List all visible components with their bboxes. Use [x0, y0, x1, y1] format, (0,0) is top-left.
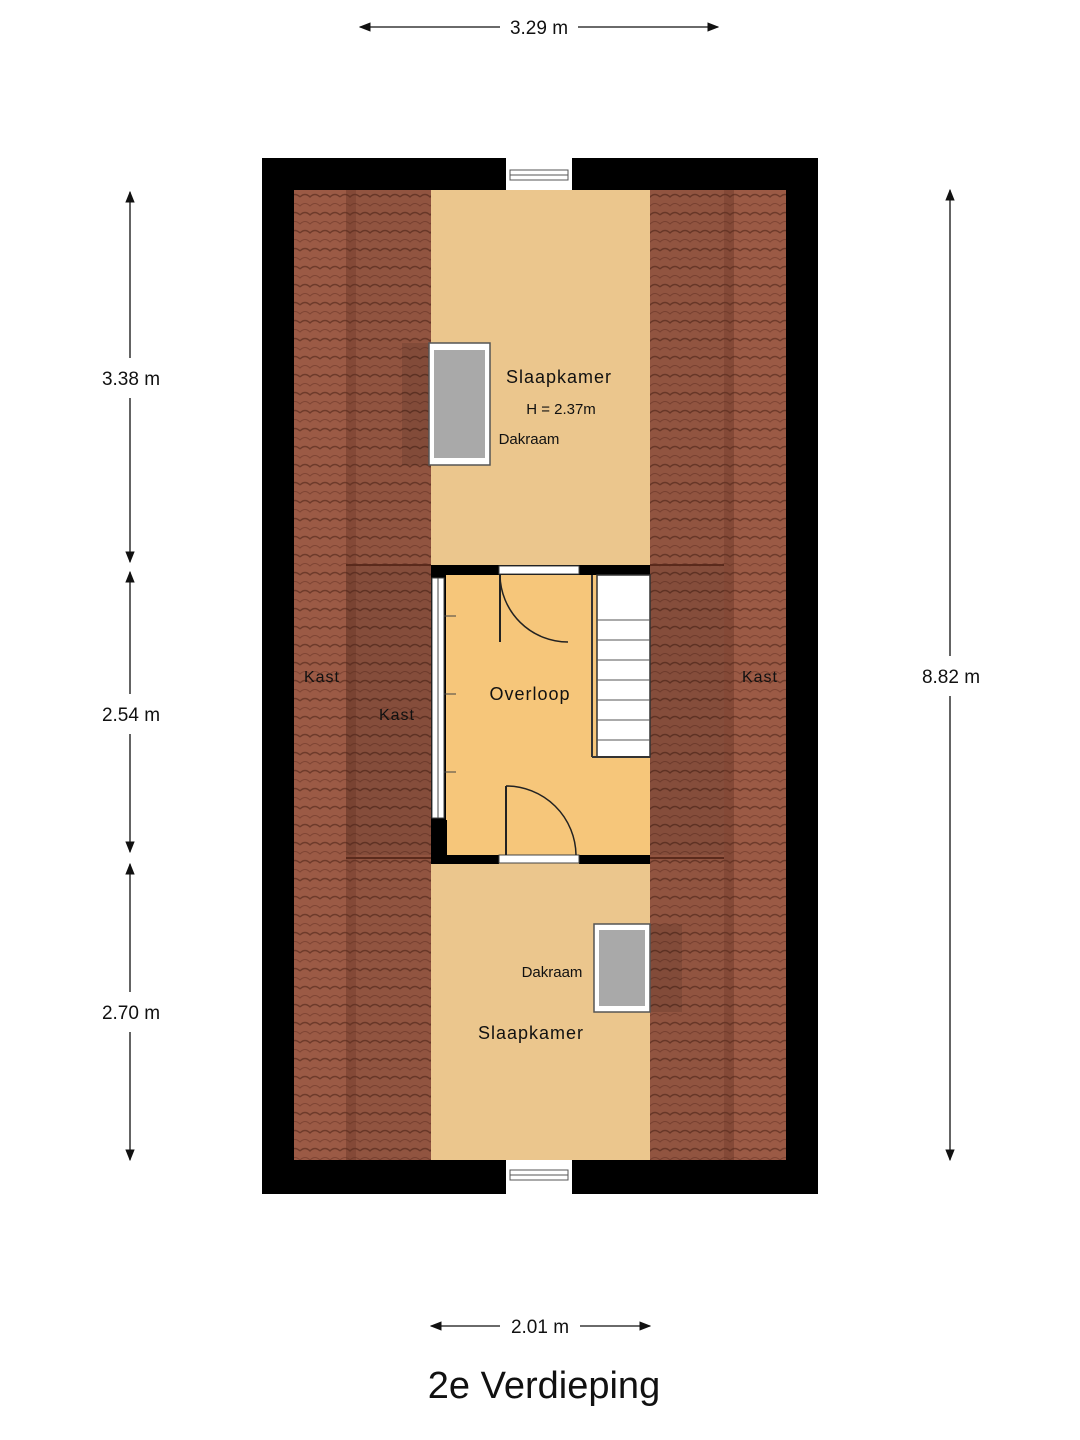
roof-left: [294, 190, 431, 1160]
bedroom-top-height: H = 2.37m: [526, 401, 596, 418]
dimension-left-1-label: 3.38 m: [102, 369, 160, 390]
door-top: [498, 565, 580, 643]
dimension-bottom-label: 2.01 m: [511, 1317, 569, 1338]
closet-left-inner-name: Kast: [379, 707, 415, 724]
window-bottom: [506, 1160, 572, 1194]
roof-slopes: [294, 190, 786, 1160]
dimension-top: 3.29 m: [358, 18, 720, 39]
dimension-bottom: 2.01 m: [429, 1317, 652, 1338]
landing-walls: [431, 565, 650, 864]
dimension-right-label: 8.82 m: [922, 667, 980, 688]
closet-left-outer-name: Kast: [304, 669, 340, 686]
dimension-right: 8.82 m: [922, 188, 980, 1162]
skylight-bottom: [593, 923, 682, 1013]
dimension-left-3: 2.70 m: [102, 862, 160, 1162]
dimension-left-2-label: 2.54 m: [102, 705, 160, 726]
skylight-top-label: Dakraam: [499, 431, 560, 448]
roof-right: [650, 190, 786, 1160]
bedroom-top-name: Slaapkamer: [506, 367, 612, 387]
dimension-top-label: 3.29 m: [510, 18, 568, 39]
floor-title: 2e Verdieping: [428, 1365, 660, 1407]
landing-name: Overloop: [489, 684, 570, 704]
skylight-top: [402, 342, 491, 466]
staircase: [591, 574, 651, 758]
bedroom-bottom-name: Slaapkamer: [478, 1023, 584, 1043]
closet-right-name: Kast: [742, 669, 778, 686]
door-bottom: [498, 785, 580, 864]
closet-doors: [431, 577, 456, 819]
dimension-left-1: 3.38 m: [102, 190, 160, 564]
window-top: [506, 158, 572, 190]
dimension-left-2: 2.54 m: [102, 570, 160, 854]
closet-shading: [346, 564, 724, 859]
skylight-bottom-label: Dakraam: [522, 964, 583, 981]
dimension-left-3-label: 2.70 m: [102, 1003, 160, 1024]
